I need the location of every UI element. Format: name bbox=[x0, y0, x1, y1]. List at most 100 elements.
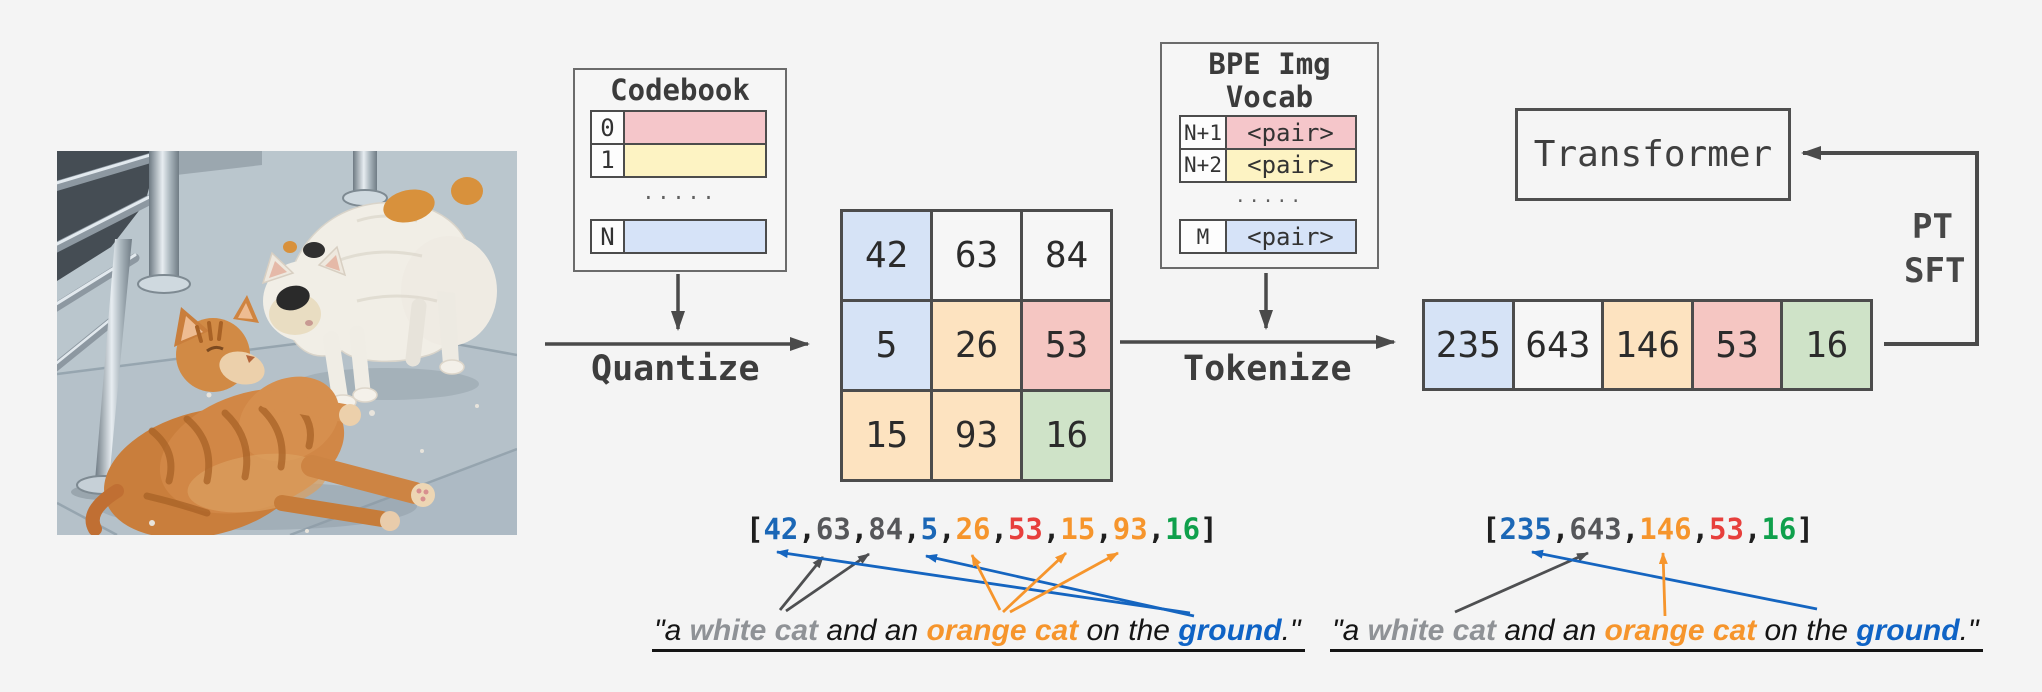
quantize-label: Quantize bbox=[591, 349, 760, 389]
token-cell: 16 bbox=[1780, 299, 1873, 391]
text-segment: 5 bbox=[920, 512, 939, 546]
grid-token-array: [42,63,84,5,26,53,15,93,16] bbox=[746, 512, 1218, 546]
token-cell: 235 bbox=[1422, 299, 1515, 391]
bpe-row-index: N+1 bbox=[1179, 115, 1227, 150]
text-segment: , bbox=[1551, 512, 1570, 546]
text-segment: 235 bbox=[1499, 512, 1552, 546]
token-sequence: 235 643 146 53 16 bbox=[1422, 299, 1873, 391]
text-segment: 42 bbox=[763, 512, 799, 546]
text-segment: , bbox=[938, 512, 956, 546]
codebook-title: Codebook bbox=[610, 73, 750, 107]
text-segment: and an bbox=[818, 614, 927, 647]
bpe-vocab-ellipsis: ..... bbox=[1234, 186, 1305, 207]
text-segment: , bbox=[1095, 512, 1113, 546]
text-segment: ground bbox=[1856, 614, 1960, 647]
codebook-row-index: 1 bbox=[590, 142, 625, 178]
text-segment: ." bbox=[1281, 614, 1301, 647]
text-segment: on the bbox=[1078, 614, 1179, 647]
text-segment: 643 bbox=[1569, 512, 1622, 546]
text-segment: white cat bbox=[689, 614, 819, 647]
text-segment: ] bbox=[1200, 512, 1218, 546]
grid-cell: 26 bbox=[930, 299, 1023, 392]
text-segment: ] bbox=[1796, 512, 1814, 546]
bpe-vocab-row: M <pair> bbox=[1179, 219, 1357, 254]
text-segment: 16 bbox=[1761, 512, 1797, 546]
bpe-row-pair: <pair> bbox=[1224, 115, 1357, 150]
text-segment: ." bbox=[1959, 614, 1979, 647]
codebook-row: N bbox=[590, 219, 767, 254]
text-segment: white cat bbox=[1367, 614, 1497, 647]
white-cat-arrow bbox=[778, 556, 825, 611]
codebook-box: Codebook 0 1 ..... N bbox=[573, 68, 787, 272]
codebook-row-embedding bbox=[622, 219, 767, 254]
grid-cell: 42 bbox=[840, 209, 933, 302]
caption-left: "a white cat and an orange cat on the gr… bbox=[652, 615, 1305, 652]
orange-cat bbox=[85, 295, 435, 535]
text-segment: 26 bbox=[955, 512, 991, 546]
orange-cat-arrow bbox=[1002, 551, 1067, 614]
text-segment: on the bbox=[1756, 614, 1857, 647]
grid-cell: 93 bbox=[930, 389, 1023, 482]
text-segment: orange cat bbox=[926, 614, 1079, 647]
sft-label: SFT bbox=[1904, 251, 1966, 291]
codebook-row: 1 bbox=[590, 142, 767, 178]
text-segment: [ bbox=[746, 512, 764, 546]
text-segment: orange cat bbox=[1604, 614, 1757, 647]
text-segment: , bbox=[850, 512, 869, 546]
bpe-vocab-row: N+2 <pair> bbox=[1179, 147, 1357, 183]
bpe-row-index: M bbox=[1179, 219, 1227, 254]
text-segment: and an bbox=[1496, 614, 1605, 647]
text-segment: , bbox=[1147, 512, 1166, 546]
bpe-vocab-title-line2: Vocab bbox=[1225, 80, 1314, 114]
text-segment: [ bbox=[1482, 512, 1500, 546]
text-segment: 53 bbox=[1007, 512, 1043, 546]
codebook-row-embedding bbox=[622, 142, 767, 178]
codebook-ellipsis: ..... bbox=[642, 180, 718, 204]
grid-cell: 15 bbox=[840, 389, 933, 482]
tokenize-label: Tokenize bbox=[1183, 349, 1352, 389]
bpe-vocab-box: BPE Img Vocab N+1 <pair> N+2 <pair> ....… bbox=[1160, 42, 1379, 269]
bpe-row-pair: <pair> bbox=[1224, 219, 1357, 254]
token-cell: 53 bbox=[1690, 299, 1784, 391]
token-cell: 146 bbox=[1601, 299, 1694, 391]
orange-cat-arrow bbox=[1658, 552, 1668, 617]
token-cell: 643 bbox=[1511, 299, 1605, 391]
bpe-token-array: [235,643,146,53,16] bbox=[1482, 512, 1814, 546]
text-segment: 146 bbox=[1639, 512, 1692, 546]
text-segment: , bbox=[798, 512, 816, 546]
codebook-row-index: N bbox=[590, 219, 625, 254]
text-segment: 16 bbox=[1165, 512, 1201, 546]
caption-right: "a white cat and an orange cat on the gr… bbox=[1330, 615, 1983, 652]
pt-label: PT bbox=[1912, 207, 1953, 247]
codebook-row-embedding bbox=[622, 110, 767, 145]
white-cat bbox=[261, 177, 497, 410]
grid-cell: 16 bbox=[1020, 389, 1113, 482]
cat-photo bbox=[57, 151, 517, 535]
text-segment: , bbox=[1691, 512, 1710, 546]
quantized-grid: 42 63 84 5 26 53 15 93 16 bbox=[840, 209, 1113, 482]
text-segment: , bbox=[1042, 512, 1061, 546]
grid-cell: 5 bbox=[840, 299, 933, 392]
text-segment: 63 bbox=[815, 512, 851, 546]
orange-cat-arrow bbox=[1009, 551, 1119, 614]
ground-arrow bbox=[776, 549, 1191, 615]
grid-cell: 84 bbox=[1020, 209, 1113, 302]
bpe-vocab-row: N+1 <pair> bbox=[1179, 115, 1357, 150]
transformer-box: Transformer bbox=[1515, 108, 1791, 201]
transformer-label: Transformer bbox=[1533, 134, 1773, 175]
codebook-row: 0 bbox=[590, 110, 767, 145]
text-segment: 93 bbox=[1112, 512, 1148, 546]
codebook-row-index: 0 bbox=[590, 110, 625, 145]
text-segment: "a bbox=[654, 614, 690, 647]
text-segment: , bbox=[1743, 512, 1762, 546]
ground-arrow bbox=[925, 554, 1195, 618]
orange-cat-arrow bbox=[970, 554, 1002, 611]
bpe-row-index: N+2 bbox=[1179, 147, 1227, 183]
text-segment: "a bbox=[1332, 614, 1368, 647]
ground-arrow bbox=[1531, 549, 1818, 611]
text-segment: 53 bbox=[1709, 512, 1744, 546]
white-cat-arrow bbox=[785, 552, 870, 613]
text-segment: ground bbox=[1178, 614, 1282, 647]
bpe-row-pair: <pair> bbox=[1224, 147, 1357, 183]
